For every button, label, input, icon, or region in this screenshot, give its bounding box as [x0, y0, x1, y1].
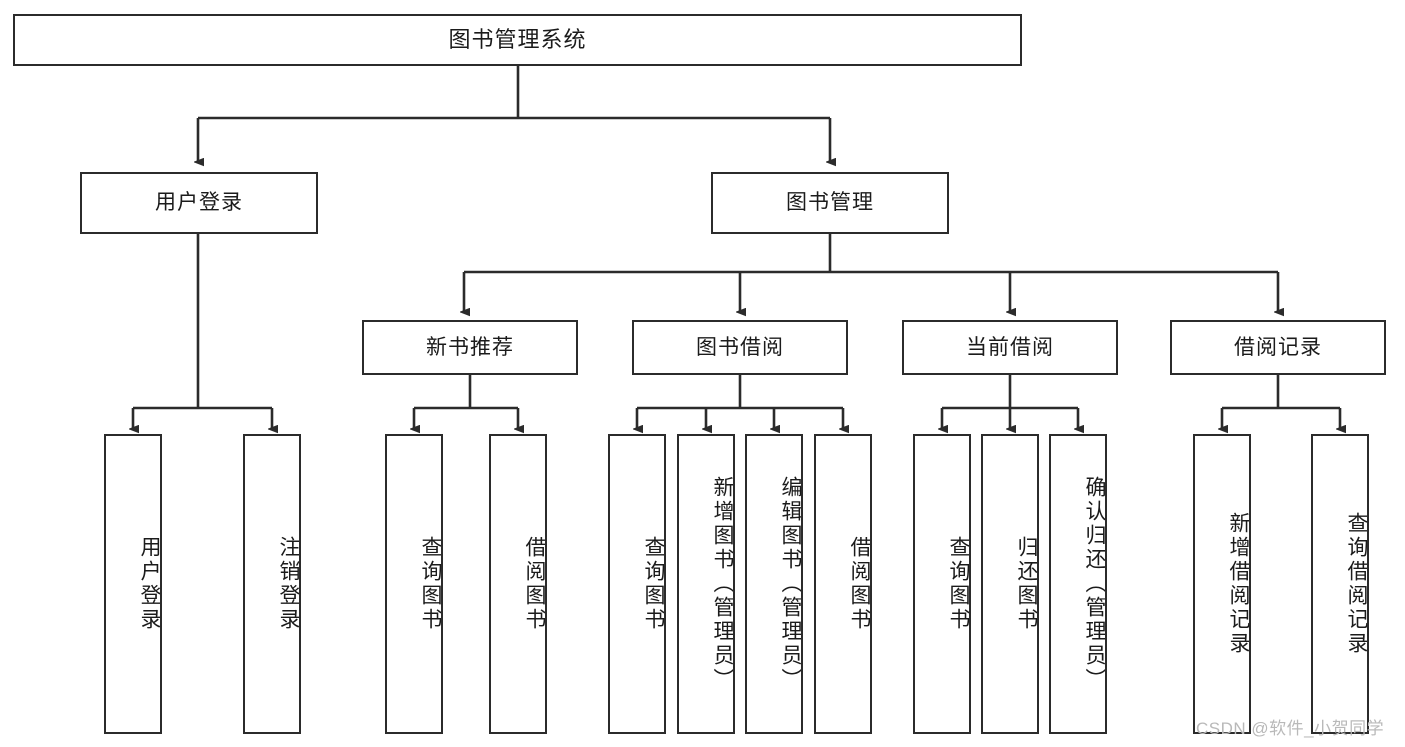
node-borrow-records[interactable]: 借阅记录: [1170, 320, 1386, 375]
leaf-add-book-admin[interactable]: 新增图书（管理员）: [677, 434, 735, 734]
node-new-book-recommend[interactable]: 新书推荐: [362, 320, 578, 375]
leaf-logout[interactable]: 注销登录: [243, 434, 301, 734]
node-label: 查询借阅记录: [1345, 512, 1368, 656]
node-label: 新增借阅记录: [1227, 512, 1250, 656]
node-label: 图书借阅: [696, 335, 784, 359]
node-label: 注销登录: [277, 536, 300, 632]
leaf-query-books-borrow[interactable]: 查询图书: [608, 434, 666, 734]
leaf-user-login[interactable]: 用户登录: [104, 434, 162, 734]
node-label: 图书管理: [786, 191, 874, 215]
node-book-borrow[interactable]: 图书借阅: [632, 320, 848, 375]
node-label: 查询图书: [419, 536, 442, 632]
leaf-query-borrow-record[interactable]: 查询借阅记录: [1311, 434, 1369, 734]
leaf-query-books-newbook[interactable]: 查询图书: [385, 434, 443, 734]
leaf-add-borrow-record[interactable]: 新增借阅记录: [1193, 434, 1251, 734]
node-book-management[interactable]: 图书管理: [711, 172, 949, 234]
node-label: 借阅记录: [1234, 335, 1322, 359]
leaf-edit-book-admin[interactable]: 编辑图书（管理员）: [745, 434, 803, 734]
node-user-login[interactable]: 用户登录: [80, 172, 318, 234]
node-label: 查询图书: [642, 536, 665, 632]
node-root[interactable]: 图书管理系统: [13, 14, 1022, 66]
node-label: 借阅图书: [523, 536, 546, 632]
leaf-query-books-current[interactable]: 查询图书: [913, 434, 971, 734]
node-label: 用户登录: [155, 191, 243, 215]
watermark-text: CSDN @软件_小贺同学: [1196, 719, 1385, 738]
leaf-borrow-books[interactable]: 借阅图书: [814, 434, 872, 734]
leaf-confirm-return-admin[interactable]: 确认归还（管理员）: [1049, 434, 1107, 734]
node-label: 查询图书: [947, 536, 970, 632]
node-label: 确认归还（管理员）: [1083, 476, 1106, 692]
node-label: 借阅图书: [848, 536, 871, 632]
leaf-borrow-books-newbook[interactable]: 借阅图书: [489, 434, 547, 734]
node-label: 新增图书（管理员）: [711, 476, 734, 692]
node-label: 编辑图书（管理员）: [779, 476, 802, 692]
node-label: 图书管理系统: [448, 26, 587, 52]
node-label: 当前借阅: [966, 335, 1054, 359]
node-label: 用户登录: [138, 536, 161, 632]
leaf-return-books[interactable]: 归还图书: [981, 434, 1039, 734]
node-current-borrow[interactable]: 当前借阅: [902, 320, 1118, 375]
node-label: 归还图书: [1015, 536, 1038, 632]
node-label: 新书推荐: [426, 335, 514, 359]
